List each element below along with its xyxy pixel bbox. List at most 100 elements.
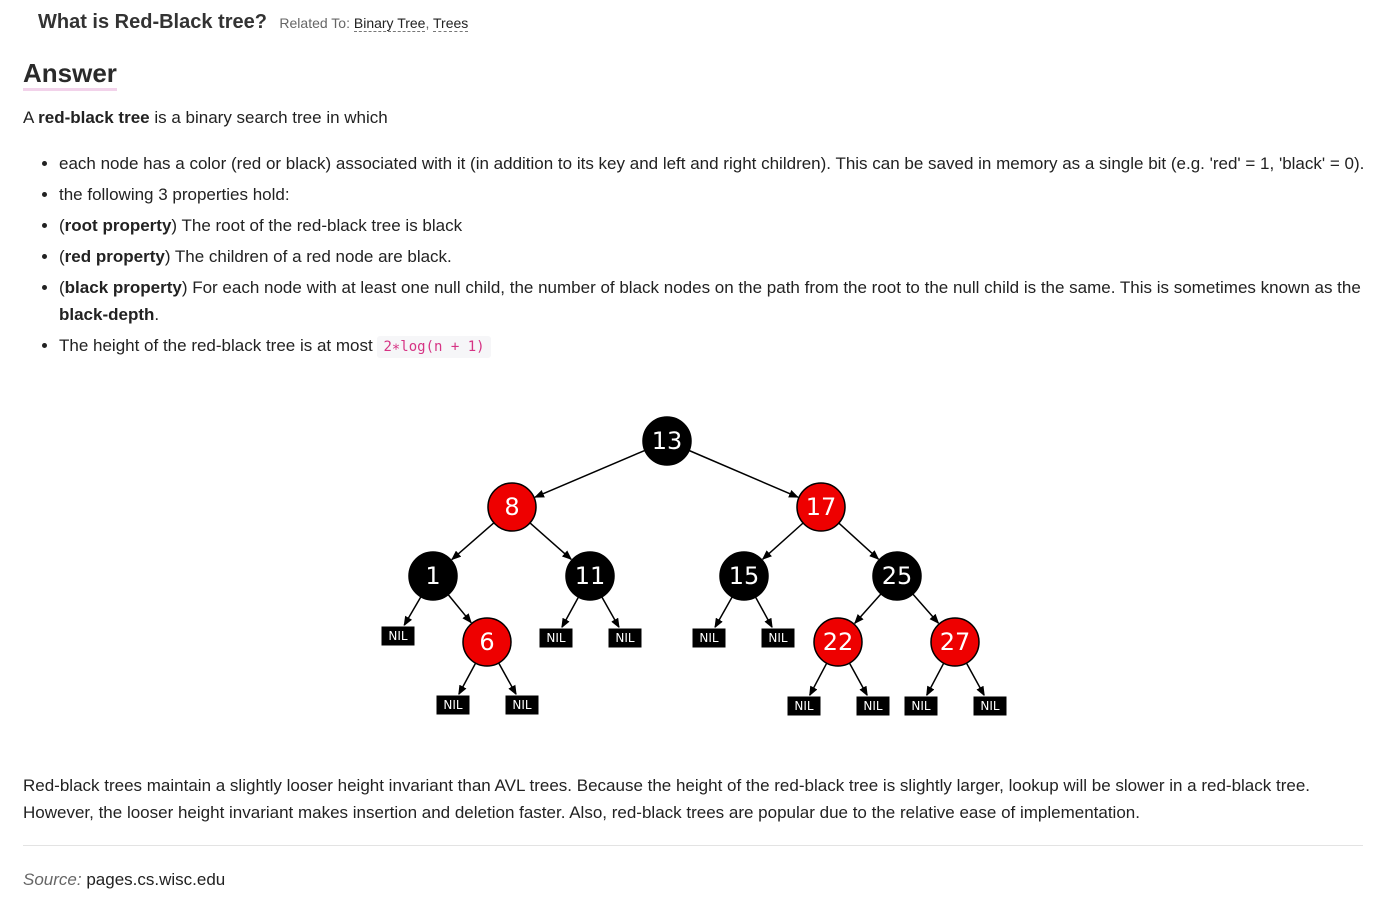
node-key-label: 11	[575, 562, 606, 590]
nil-leaf: NIL	[435, 694, 471, 716]
list-item: (black property) For each node with at l…	[59, 274, 1389, 328]
node-circle	[642, 416, 692, 466]
tree-edge	[965, 662, 985, 697]
source-value: pages.cs.wisc.edu	[86, 870, 226, 889]
bullet-term: root property	[64, 216, 172, 235]
nil-label: NIL	[512, 698, 532, 712]
source-label: Source:	[23, 870, 82, 889]
nil-leaf: NIL	[855, 695, 891, 717]
nil-label: NIL	[863, 699, 883, 713]
nil-label: NIL	[768, 631, 788, 645]
answer-intro: A red-black tree is a binary search tree…	[23, 106, 388, 130]
bullet-text: ) The root of the red-black tree is blac…	[171, 216, 463, 235]
bullet-text: The height of the red-black tree is at m…	[59, 336, 378, 355]
nil-leaf: NIL	[607, 627, 643, 649]
source-line: Source: pages.cs.wisc.edu	[23, 870, 225, 890]
node-circle	[813, 617, 863, 667]
tree-edge	[848, 662, 868, 697]
bullet-term: red property	[64, 247, 165, 266]
related-link-trees[interactable]: Trees	[433, 15, 469, 32]
list-item: (root property) The root of the red-blac…	[59, 212, 1389, 239]
intro-before: A	[23, 108, 39, 127]
node-key-label: 27	[940, 628, 971, 656]
node-circle	[796, 482, 846, 532]
bullet-open: (	[59, 278, 65, 297]
tree-edge	[498, 662, 517, 696]
nil-leaf: NIL	[760, 627, 796, 649]
tree-edge	[458, 662, 477, 696]
tree-node-6: 6	[462, 617, 512, 667]
nil-leaf: NIL	[903, 695, 939, 717]
tree-edge	[534, 449, 646, 498]
node-key-label: 13	[652, 427, 683, 455]
tree-edge	[754, 596, 773, 629]
tree-node-13: 13	[642, 416, 692, 466]
tree-node-22: 22	[813, 617, 863, 667]
node-circle	[930, 617, 980, 667]
bullet-text: ) The children of a red node are black.	[164, 247, 452, 266]
list-item: each node has a color (red or black) ass…	[59, 150, 1389, 177]
nil-label: NIL	[388, 629, 408, 643]
nil-leaf: NIL	[691, 627, 727, 649]
nil-box	[538, 627, 574, 649]
bullet-open: (	[59, 216, 65, 235]
related-topics: Related To: Binary Tree, Trees	[279, 15, 469, 32]
nil-box	[855, 695, 891, 717]
node-circle	[408, 551, 458, 601]
node-circle	[565, 551, 615, 601]
intro-term: red-black tree	[38, 108, 150, 127]
bullet-open: (	[59, 247, 65, 266]
tree-edge	[451, 522, 495, 561]
tree-node-15: 15	[719, 551, 769, 601]
node-key-label: 8	[504, 493, 519, 521]
tree-edge	[403, 596, 422, 627]
list-item: (red property) The children of a red nod…	[59, 243, 1389, 270]
nil-box	[760, 627, 796, 649]
tree-node-17: 17	[796, 482, 846, 532]
nil-label: NIL	[911, 699, 931, 713]
tree-node-1: 1	[408, 551, 458, 601]
tree-node-11: 11	[565, 551, 615, 601]
list-item: the following 3 properties hold:	[59, 181, 1389, 208]
tree-node-27: 27	[930, 617, 980, 667]
nil-leaf: NIL	[972, 695, 1008, 717]
nil-leaf: NIL	[786, 695, 822, 717]
node-key-label: 1	[425, 562, 440, 590]
nil-box	[903, 695, 939, 717]
nil-leaf: NIL	[538, 627, 574, 649]
tree-edge	[854, 593, 882, 625]
nil-box	[972, 695, 1008, 717]
nil-box	[380, 625, 416, 647]
node-key-label: 6	[479, 628, 494, 656]
answer-heading: Answer	[23, 58, 117, 91]
question-title: What is Red-Black tree?	[38, 11, 267, 33]
tree-edge	[601, 596, 620, 629]
tree-edge	[808, 662, 828, 697]
tree-edge	[714, 596, 733, 629]
tree-edge	[912, 593, 940, 624]
nil-box	[435, 694, 471, 716]
bullet-term-2: black-depth	[59, 305, 155, 324]
nil-label: NIL	[699, 631, 719, 645]
list-item: The height of the red-black tree is at m…	[59, 332, 1389, 361]
divider	[23, 845, 1363, 846]
tree-edge	[529, 522, 573, 561]
related-link-binary-tree[interactable]: Binary Tree	[353, 15, 426, 32]
tree-edge	[838, 522, 880, 560]
nil-leaf: NIL	[504, 694, 540, 716]
nil-box	[786, 695, 822, 717]
nil-label: NIL	[443, 698, 463, 712]
tree-edge	[925, 662, 945, 697]
bullet-text: each node has a color (red or black) ass…	[59, 154, 1365, 173]
bullet-term: black property	[64, 278, 182, 297]
nil-leaf: NIL	[380, 625, 416, 647]
tree-edges	[403, 449, 985, 697]
tree-node-25: 25	[872, 551, 922, 601]
bullet-text: ) For each node with at least one null c…	[181, 278, 1361, 297]
nil-box	[607, 627, 643, 649]
height-formula: 2∗log(n + 1)	[377, 336, 491, 358]
node-circle	[487, 482, 537, 532]
nil-label: NIL	[546, 631, 566, 645]
nil-label: NIL	[980, 699, 1000, 713]
